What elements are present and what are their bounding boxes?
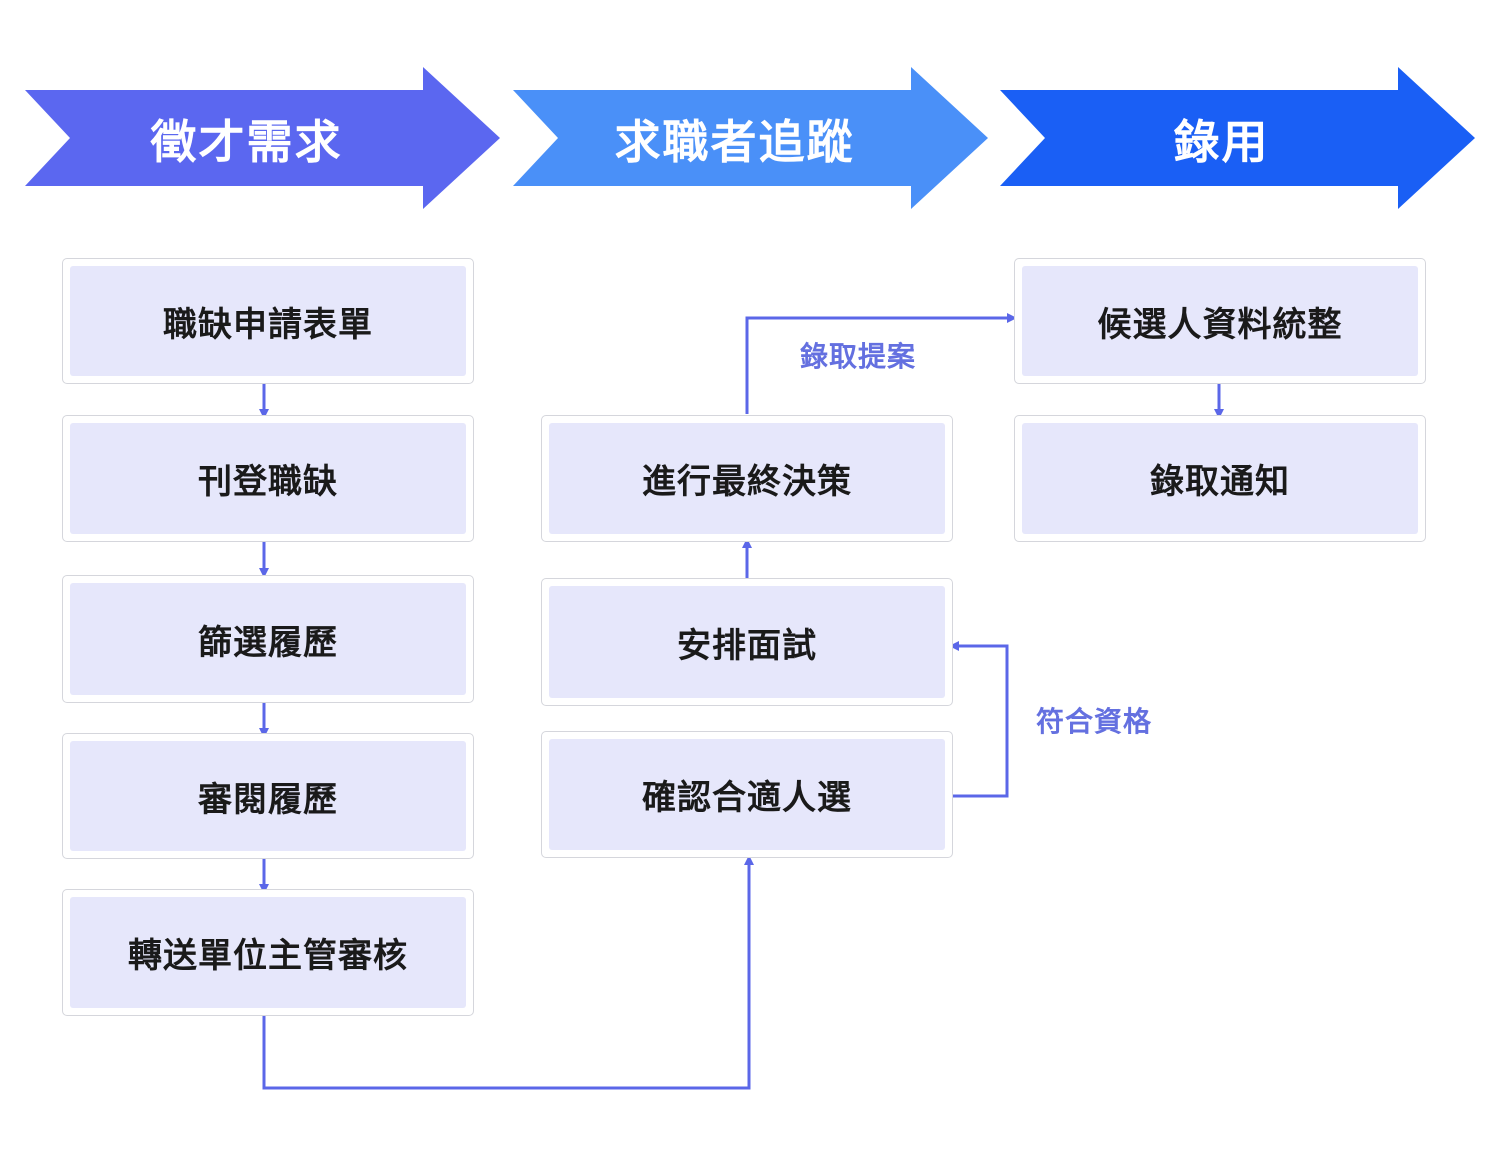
- step-confirm-candidate-label: 確認合適人選: [549, 739, 945, 850]
- phase-arrow-candidate-tracking: [513, 67, 988, 209]
- step-post-job[interactable]: 刊登職缺: [62, 415, 474, 542]
- step-job-requisition[interactable]: 職缺申請表單: [62, 258, 474, 384]
- step-schedule-interview[interactable]: 安排面試: [541, 578, 953, 706]
- step-compile-candidate-data[interactable]: 候選人資料統整: [1014, 258, 1426, 384]
- step-review-resumes-label: 審閱履歷: [70, 741, 466, 851]
- phase-label-recruitment-demand: 徵才需求: [150, 115, 343, 169]
- connector-confirm-to-interview: [949, 641, 1009, 798]
- step-schedule-interview-label: 安排面試: [549, 586, 945, 698]
- step-final-decision-label: 進行最終決策: [549, 423, 945, 534]
- edge-label-qualified: 符合資格: [1036, 705, 1153, 738]
- step-compile-candidate-data-label: 候選人資料統整: [1022, 266, 1418, 376]
- step-manager-review[interactable]: 轉送單位主管審核: [62, 889, 474, 1016]
- step-job-requisition-label: 職缺申請表單: [70, 266, 466, 376]
- edge-label-offer-proposal: 錄取提案: [800, 340, 917, 373]
- connector-decision-to-compile: [745, 313, 1017, 414]
- step-offer-notice-label: 錄取通知: [1022, 423, 1418, 534]
- step-manager-review-label: 轉送單位主管審核: [70, 897, 466, 1008]
- phase-label-candidate-tracking: 求職者追蹤: [614, 115, 855, 169]
- step-screen-resumes[interactable]: 篩選履歷: [62, 575, 474, 703]
- step-screen-resumes-label: 篩選履歷: [70, 583, 466, 695]
- phase-arrow-hiring: [1000, 67, 1475, 209]
- step-post-job-label: 刊登職缺: [70, 423, 466, 534]
- step-review-resumes[interactable]: 審閱履歷: [62, 733, 474, 859]
- step-offer-notice[interactable]: 錄取通知: [1014, 415, 1426, 542]
- phase-arrow-recruitment-demand: [25, 67, 500, 209]
- phase-label-hiring: 錄用: [1173, 115, 1270, 169]
- step-final-decision[interactable]: 進行最終決策: [541, 415, 953, 542]
- step-confirm-candidate[interactable]: 確認合適人選: [541, 731, 953, 858]
- connector-manager-to-confirm: [262, 855, 754, 1090]
